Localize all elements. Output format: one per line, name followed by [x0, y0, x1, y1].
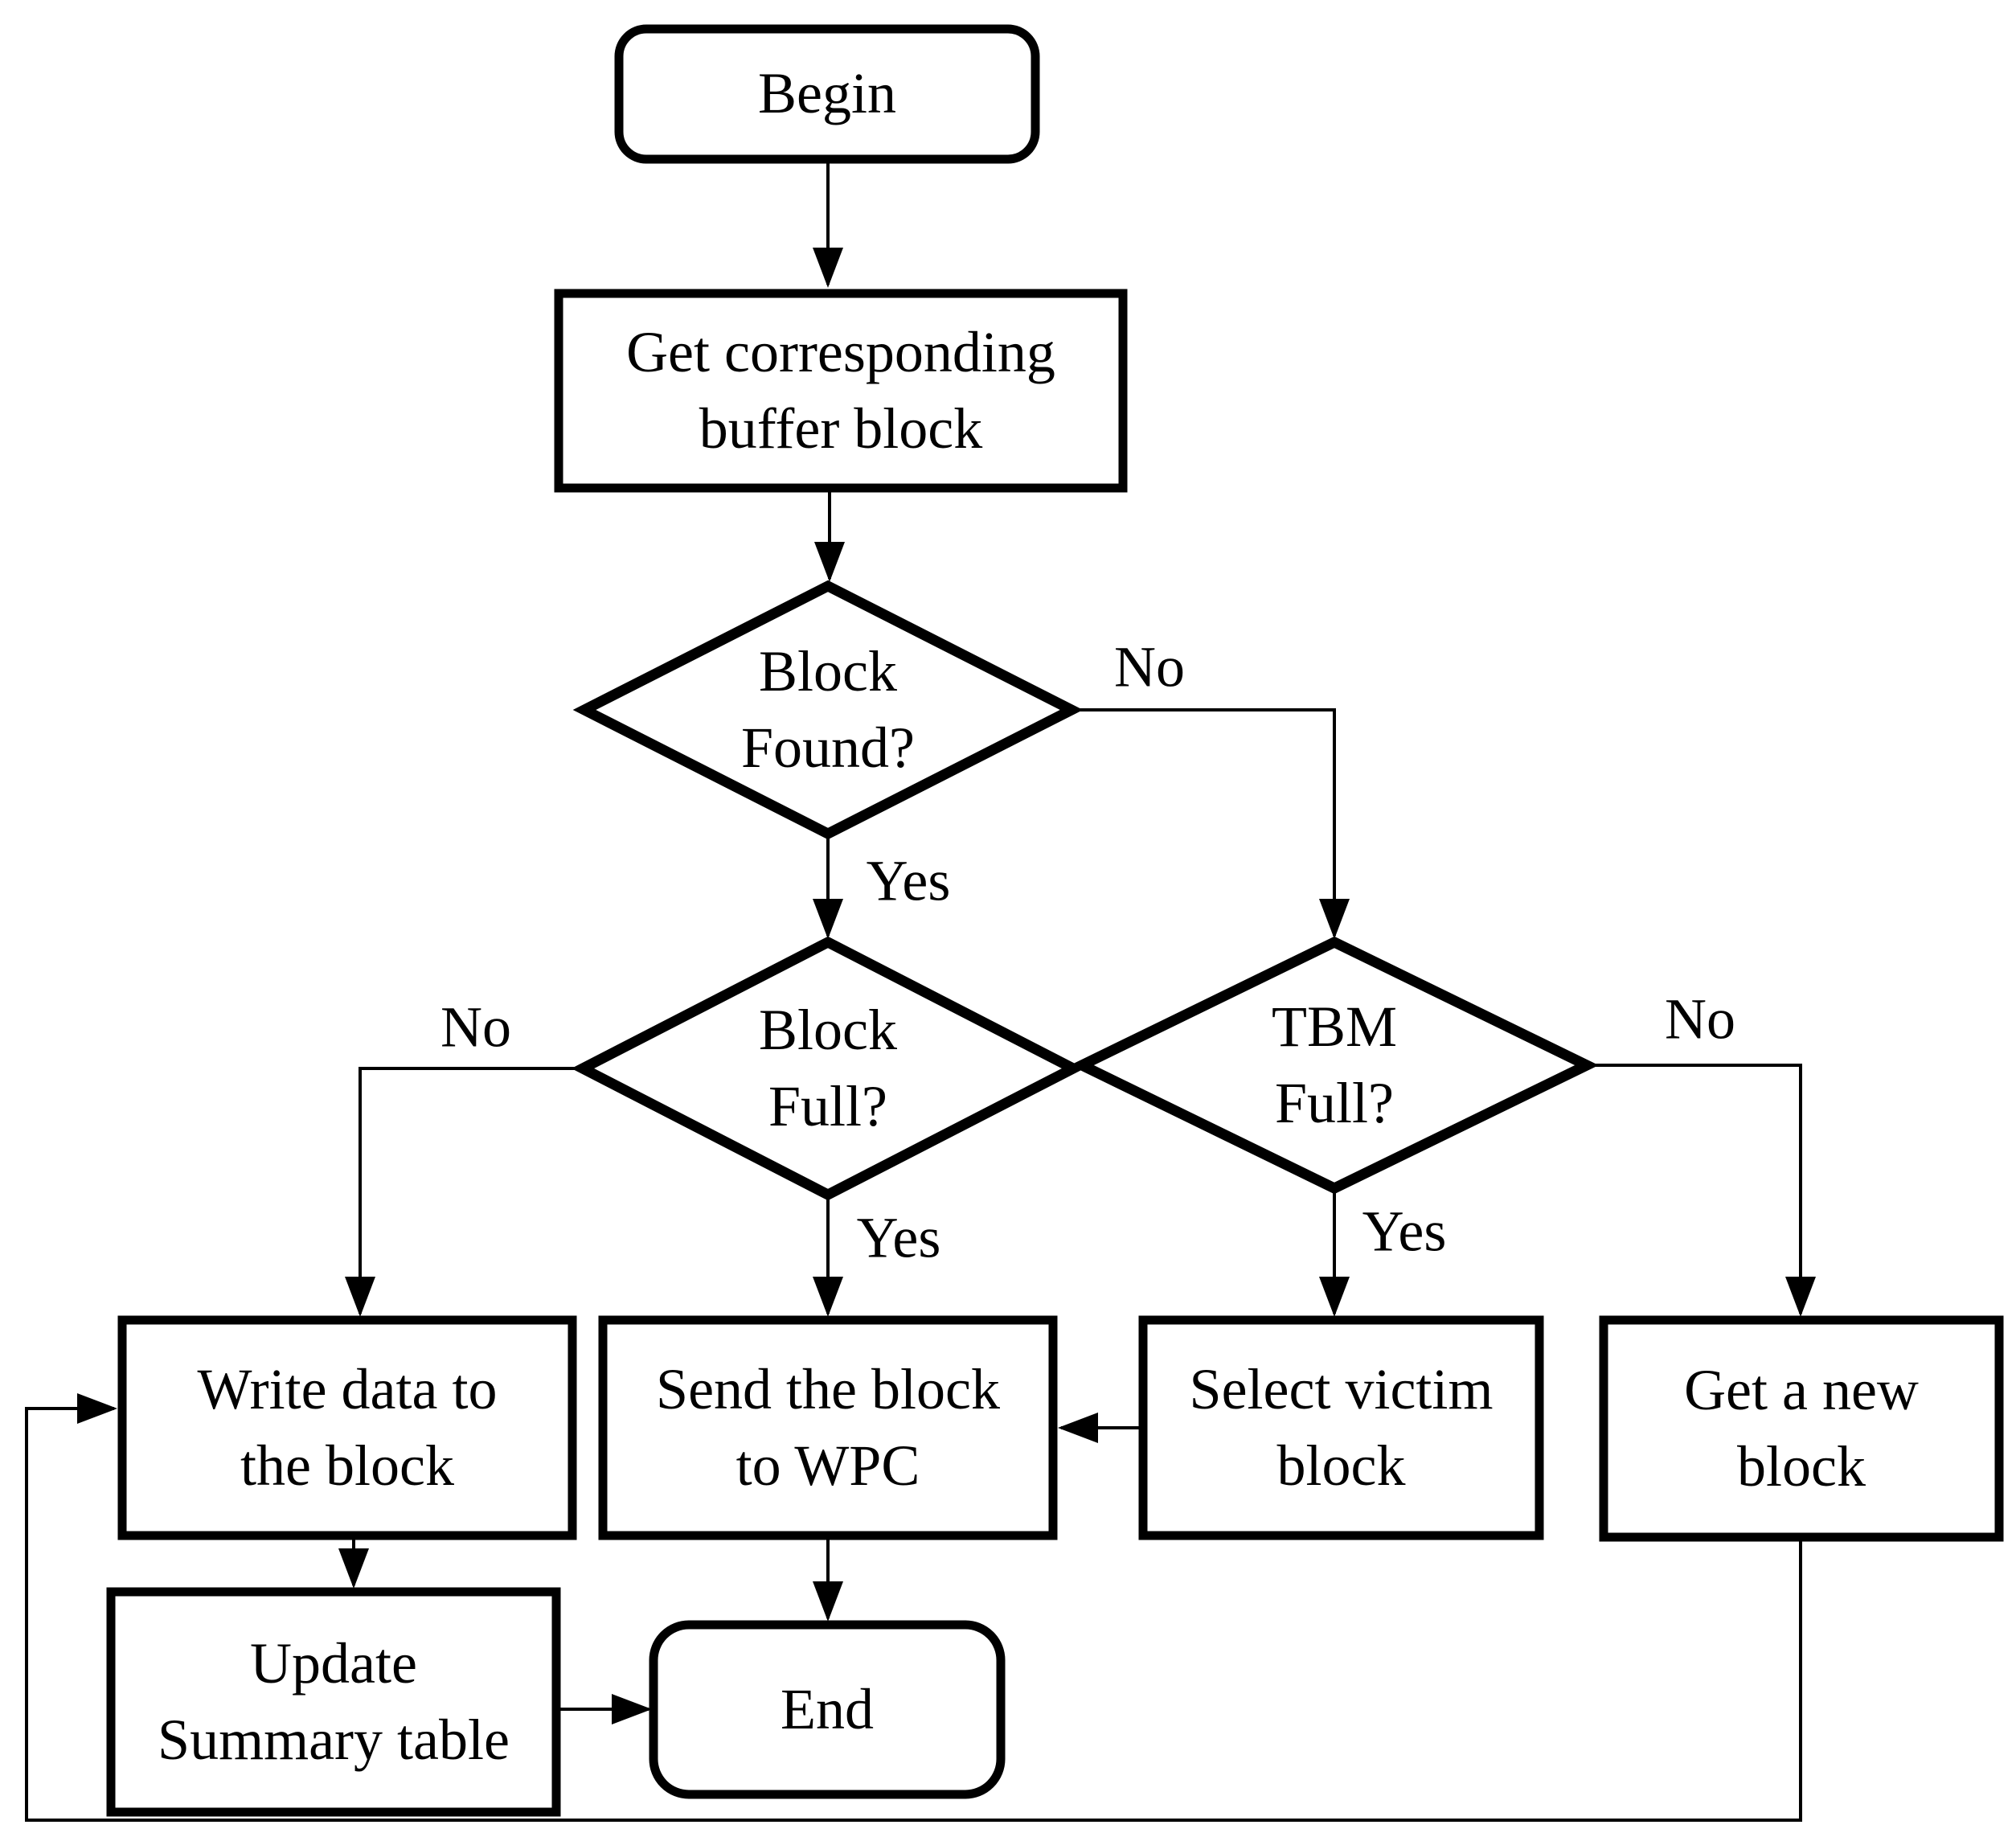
edge-label-tbm-full-no: No: [1665, 986, 1735, 1052]
edge-label-block-found-no: No: [1114, 634, 1185, 699]
begin-label: Begin: [758, 61, 896, 126]
get-buffer-label: Get corresponding buffer block: [626, 319, 1055, 461]
update-summary-process-shape: [106, 1587, 561, 1817]
tbm-full-label: TBM Full?: [1271, 994, 1398, 1135]
write-data-process-shape: [117, 1315, 577, 1540]
block-full-label: Block Full?: [759, 997, 897, 1138]
edge-block-found-no-to-tbm-full: [1072, 708, 1350, 939]
block-full-decision-shape: [571, 936, 1085, 1201]
edge-label-tbm-full-yes: Yes: [1362, 1199, 1447, 1264]
select-victim-process-shape: [1138, 1315, 1544, 1540]
tbm-full-decision-shape: [1070, 936, 1599, 1195]
get-buffer-process-shape: [554, 289, 1128, 493]
send-block-label: Send the block to WPC: [656, 1356, 1000, 1498]
write-data-label: Write data to the block: [197, 1356, 498, 1498]
edge-label-block-found-yes: Yes: [866, 848, 951, 913]
edge-get-new-block-to-write-data-feedback: [25, 1393, 1802, 1822]
end-label: End: [781, 1676, 874, 1741]
block-found-decision-shape: [572, 580, 1084, 840]
get-new-block-process-shape: [1599, 1315, 2004, 1542]
edge-tbm-full-no-to-get-new-block: [1587, 1064, 1816, 1317]
update-summary-label: Update Summary table: [158, 1630, 510, 1772]
edge-label-block-full-yes: Yes: [856, 1205, 941, 1270]
get-new-block-label: Get a new block: [1684, 1357, 1919, 1499]
send-block-process-shape: [598, 1315, 1058, 1540]
block-found-label: Block Found?: [741, 638, 915, 780]
select-victim-label: Select victim block: [1189, 1356, 1494, 1498]
begin-terminator-shape: [614, 24, 1040, 164]
end-terminator-shape: [649, 1620, 1006, 1799]
edge-block-full-no-to-write-data: [345, 1067, 584, 1317]
edge-label-block-full-no: No: [440, 994, 511, 1060]
